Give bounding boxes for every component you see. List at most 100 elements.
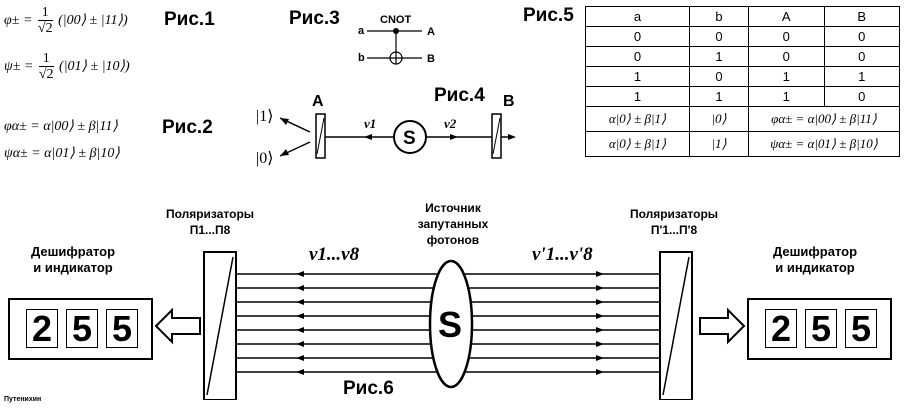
beam-arrow-left-icon — [296, 327, 304, 333]
table-cell: 0 — [748, 26, 825, 47]
table-cell: 0 — [823, 86, 900, 107]
beam-arrow-right-icon — [596, 299, 604, 305]
fig4-state0: |0⟩ — [256, 150, 273, 167]
fig1-label: Рис.1 — [164, 9, 215, 30]
fig6-polarizer-left-slash — [206, 256, 234, 396]
table-cell: 0 — [585, 26, 690, 47]
fig1-phi-fraction: 1 √2 — [37, 6, 53, 36]
fig6-source — [428, 259, 474, 389]
fig4-polarizer-b-slash — [492, 117, 501, 155]
indicator-digit: 5 — [106, 309, 138, 348]
fig6-polarizers-right-caption: Поляризаторы П'1...П'8 — [614, 206, 734, 238]
beam-arrow-left-icon — [296, 271, 304, 277]
fig6-decoder-left-line1: Дешифратор — [30, 244, 116, 259]
table-row: α|0⟩ ± β|1⟩ |0⟩ φα± = α|00⟩ ± β|11⟩ — [585, 106, 900, 132]
beam-arrow-right-icon — [596, 327, 604, 333]
table-header-cell: a — [585, 6, 690, 27]
fig6-source-label: S — [438, 304, 462, 345]
indicator-digit: 5 — [66, 309, 98, 348]
fig6-indicator-right: 2 5 5 — [747, 298, 892, 360]
beam-arrow-right-icon — [596, 285, 604, 291]
beam-arrow-left-icon — [296, 341, 304, 347]
fig6-output-left-arrow-icon — [154, 307, 201, 345]
table-cell: 1 — [748, 86, 825, 107]
author-signature: Путенихин — [4, 396, 42, 403]
cnot-input-b: b — [358, 52, 365, 64]
fig6-decoder-right-line1: Дешифратор — [772, 244, 858, 259]
cnot-output-a: A — [427, 26, 435, 38]
fig4-input1-arrow-icon — [280, 118, 289, 125]
indicator-digit: 2 — [765, 309, 797, 348]
table-cell: 0 — [823, 46, 900, 67]
fig6-label: Рис.6 — [343, 378, 394, 399]
fig6-beams-right-label: ν'1...ν'8 — [532, 244, 593, 265]
fig6-decoder-left-line2: и индикатор — [33, 260, 113, 275]
table-row: 0 0 0 0 — [585, 26, 900, 47]
fig6-decoder-left-caption: Дешифратор и индикатор — [18, 244, 128, 276]
table-cell: 1 — [585, 66, 690, 87]
fig1-phi-frac-num: 1 — [37, 6, 53, 21]
beam-arrow-left-icon — [296, 355, 304, 361]
fig4-label: Рис.4 — [434, 85, 485, 106]
fig6-polarizers-right-title: Поляризаторы — [629, 207, 719, 221]
fig1-psi-frac-den: √2 — [38, 67, 54, 82]
fig4-diagram: |1⟩ |0⟩ A ν1 S ν2 B — [256, 93, 516, 167]
table-cell: α|0⟩ ± β|1⟩ — [585, 131, 690, 157]
fig1-psi-fraction: 1 √2 — [38, 52, 54, 82]
table-header-cell: b — [689, 6, 749, 27]
beam-arrow-right-icon — [596, 355, 604, 361]
fig6-source-caption-line3: фотонов — [426, 233, 480, 247]
fig1-phi-frac-den: √2 — [37, 21, 53, 36]
fig4-source-label: S — [403, 128, 416, 149]
fig6-polarizers-right-range: П'1...П'8 — [650, 223, 698, 237]
fig4-state1: |1⟩ — [256, 108, 273, 125]
cnot-input-a: a — [358, 25, 365, 37]
beam-arrow-right-icon — [596, 313, 604, 319]
table-cell: φα± = α|00⟩ ± β|11⟩ — [748, 106, 900, 132]
table-cell: 1 — [823, 66, 900, 87]
fig6-right-arrows — [596, 271, 604, 375]
indicator-digit: 2 — [26, 309, 58, 348]
indicator-digit: 5 — [845, 309, 877, 348]
fig2-label: Рис.2 — [162, 117, 213, 138]
table-row: 1 0 1 1 — [585, 66, 900, 87]
fig5-truth-table: a b A B 0 0 0 0 0 1 0 0 1 0 1 1 1 1 1 0 … — [585, 6, 900, 157]
fig6-beams-left-label: ν1...ν8 — [309, 244, 360, 265]
beam-arrow-left-icon — [296, 299, 304, 305]
fig6-source-caption-line1: Источник — [425, 201, 481, 215]
beam-arrow-left-icon — [296, 285, 304, 291]
fig6-polarizers-left-title: Поляризаторы — [165, 207, 255, 221]
fig4-polarizer-b-label: B — [503, 93, 515, 110]
table-cell: 0 — [689, 26, 749, 47]
fig4-input0-arrow-icon — [280, 149, 289, 156]
fig1-phi-rhs: (|00⟩ ± |11⟩) — [58, 13, 128, 29]
indicator-digit: 5 — [805, 309, 837, 348]
fig6-output-right-arrow-icon — [699, 307, 746, 345]
table-cell: 0 — [689, 66, 749, 87]
beam-arrow-left-icon — [296, 369, 304, 375]
table-cell: 0 — [748, 46, 825, 67]
table-row: α|0⟩ ± β|1⟩ |1⟩ ψα± = α|01⟩ ± β|10⟩ — [585, 131, 900, 157]
fig6-indicator-left: 2 5 5 — [8, 298, 153, 360]
fig3-label: Рис.3 — [289, 8, 340, 29]
fig6-left-arrows — [296, 271, 304, 375]
table-header-cell: B — [823, 6, 900, 27]
fig4-beam-left-arrow-icon — [364, 134, 372, 140]
table-cell: |1⟩ — [689, 131, 749, 157]
fig6-polarizers-left-caption: Поляризаторы П1...П8 — [150, 206, 270, 238]
fig4-nu2: ν2 — [444, 116, 457, 131]
table-cell: α|0⟩ ± β|1⟩ — [585, 106, 690, 132]
fig6-polarizer-right-slash — [662, 256, 690, 396]
fig1-psi-lhs: ψ± — [4, 59, 21, 75]
fig6-diagram: S — [154, 251, 746, 400]
fig1-psi-frac-num: 1 — [38, 52, 54, 67]
beam-arrow-left-icon — [296, 313, 304, 319]
beam-arrow-right-icon — [596, 271, 604, 277]
fig4-polarizer-a-slash — [316, 117, 325, 155]
fig6-decoder-right-line2: и индикатор — [775, 260, 855, 275]
table-cell: ψα± = α|01⟩ ± β|10⟩ — [748, 131, 900, 157]
fig1-psi-rhs: (|01⟩ ± |10⟩) — [59, 59, 130, 75]
table-row: 0 1 0 0 — [585, 46, 900, 67]
fig6-polarizers-left-range: П1...П8 — [189, 223, 231, 237]
table-header-row: a b A B — [585, 6, 900, 27]
